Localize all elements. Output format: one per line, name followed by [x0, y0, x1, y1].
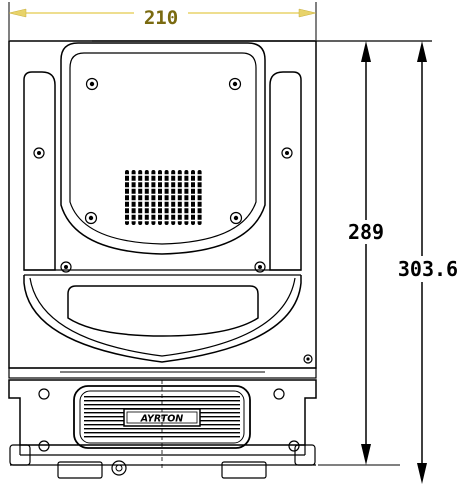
vent-slot [164, 170, 169, 225]
screw-icon [273, 388, 285, 400]
height-body-label-bg [342, 220, 390, 244]
rubber-foot-left [57, 461, 103, 479]
lock-knob [111, 460, 127, 476]
lower-bowl-inner [29, 277, 296, 357]
vent-slot [184, 170, 189, 225]
screw-icon [38, 388, 50, 400]
vent-slot [177, 170, 182, 225]
vent-slot [138, 170, 143, 225]
vent-slot [125, 170, 129, 225]
yoke-arm-right [269, 71, 302, 271]
screw-icon [285, 151, 289, 155]
height-total-arrow-bottom [417, 463, 427, 484]
width-arrow-left [8, 8, 27, 18]
lower-bowl [23, 275, 302, 363]
lock-knob-center [115, 464, 123, 472]
screw-icon [60, 261, 72, 273]
fixture-base [8, 367, 317, 479]
screw-icon [88, 215, 94, 221]
screw-icon [38, 440, 50, 452]
head-vent-grille [124, 170, 203, 225]
screw-icon [228, 77, 242, 91]
height-total-label: 303.6 [398, 257, 458, 281]
head-screws [33, 77, 313, 364]
rubber-foot-right [221, 461, 267, 479]
screw-icon [229, 211, 243, 225]
screw-icon [281, 147, 293, 159]
height-body-label: 289 [348, 220, 384, 244]
vent-slot [197, 170, 202, 225]
head-outer [60, 42, 266, 255]
vent-slot [151, 170, 156, 225]
height-total-label-bg [392, 256, 464, 282]
screw-icon [85, 77, 99, 91]
head-inner [69, 52, 257, 245]
vent-slot [131, 170, 136, 225]
height-body-arrow-bottom [361, 444, 371, 465]
screw-icon [89, 81, 95, 87]
fixture-body [8, 40, 317, 369]
logo-text: AYRTON [140, 414, 184, 425]
display-window [67, 285, 259, 337]
width-label: 210 [144, 7, 178, 29]
yoke-arm-left [23, 71, 56, 271]
width-dimension: 210 [8, 2, 317, 40]
vent-slot [144, 170, 149, 225]
screw-icon [37, 151, 41, 155]
screw-icon [33, 147, 45, 159]
base-vent-housing [73, 385, 251, 449]
screw-icon [288, 440, 300, 452]
screw-icon [254, 261, 266, 273]
width-label-bg [134, 6, 188, 26]
screw-icon [64, 265, 68, 269]
height-body-arrow-top [361, 41, 371, 62]
vent-slot [171, 170, 176, 225]
vent-slot [158, 170, 162, 225]
vent-slot [191, 170, 195, 225]
base-top-plate [8, 367, 317, 379]
height-total-arrow-top [417, 41, 427, 62]
screw-icon [303, 354, 313, 364]
width-arrow-right [298, 8, 317, 18]
screw-icon [233, 215, 239, 221]
screw-icon [84, 211, 98, 225]
screw-icon [232, 81, 238, 87]
screw-icon [258, 265, 262, 269]
screw-icon [306, 357, 310, 361]
